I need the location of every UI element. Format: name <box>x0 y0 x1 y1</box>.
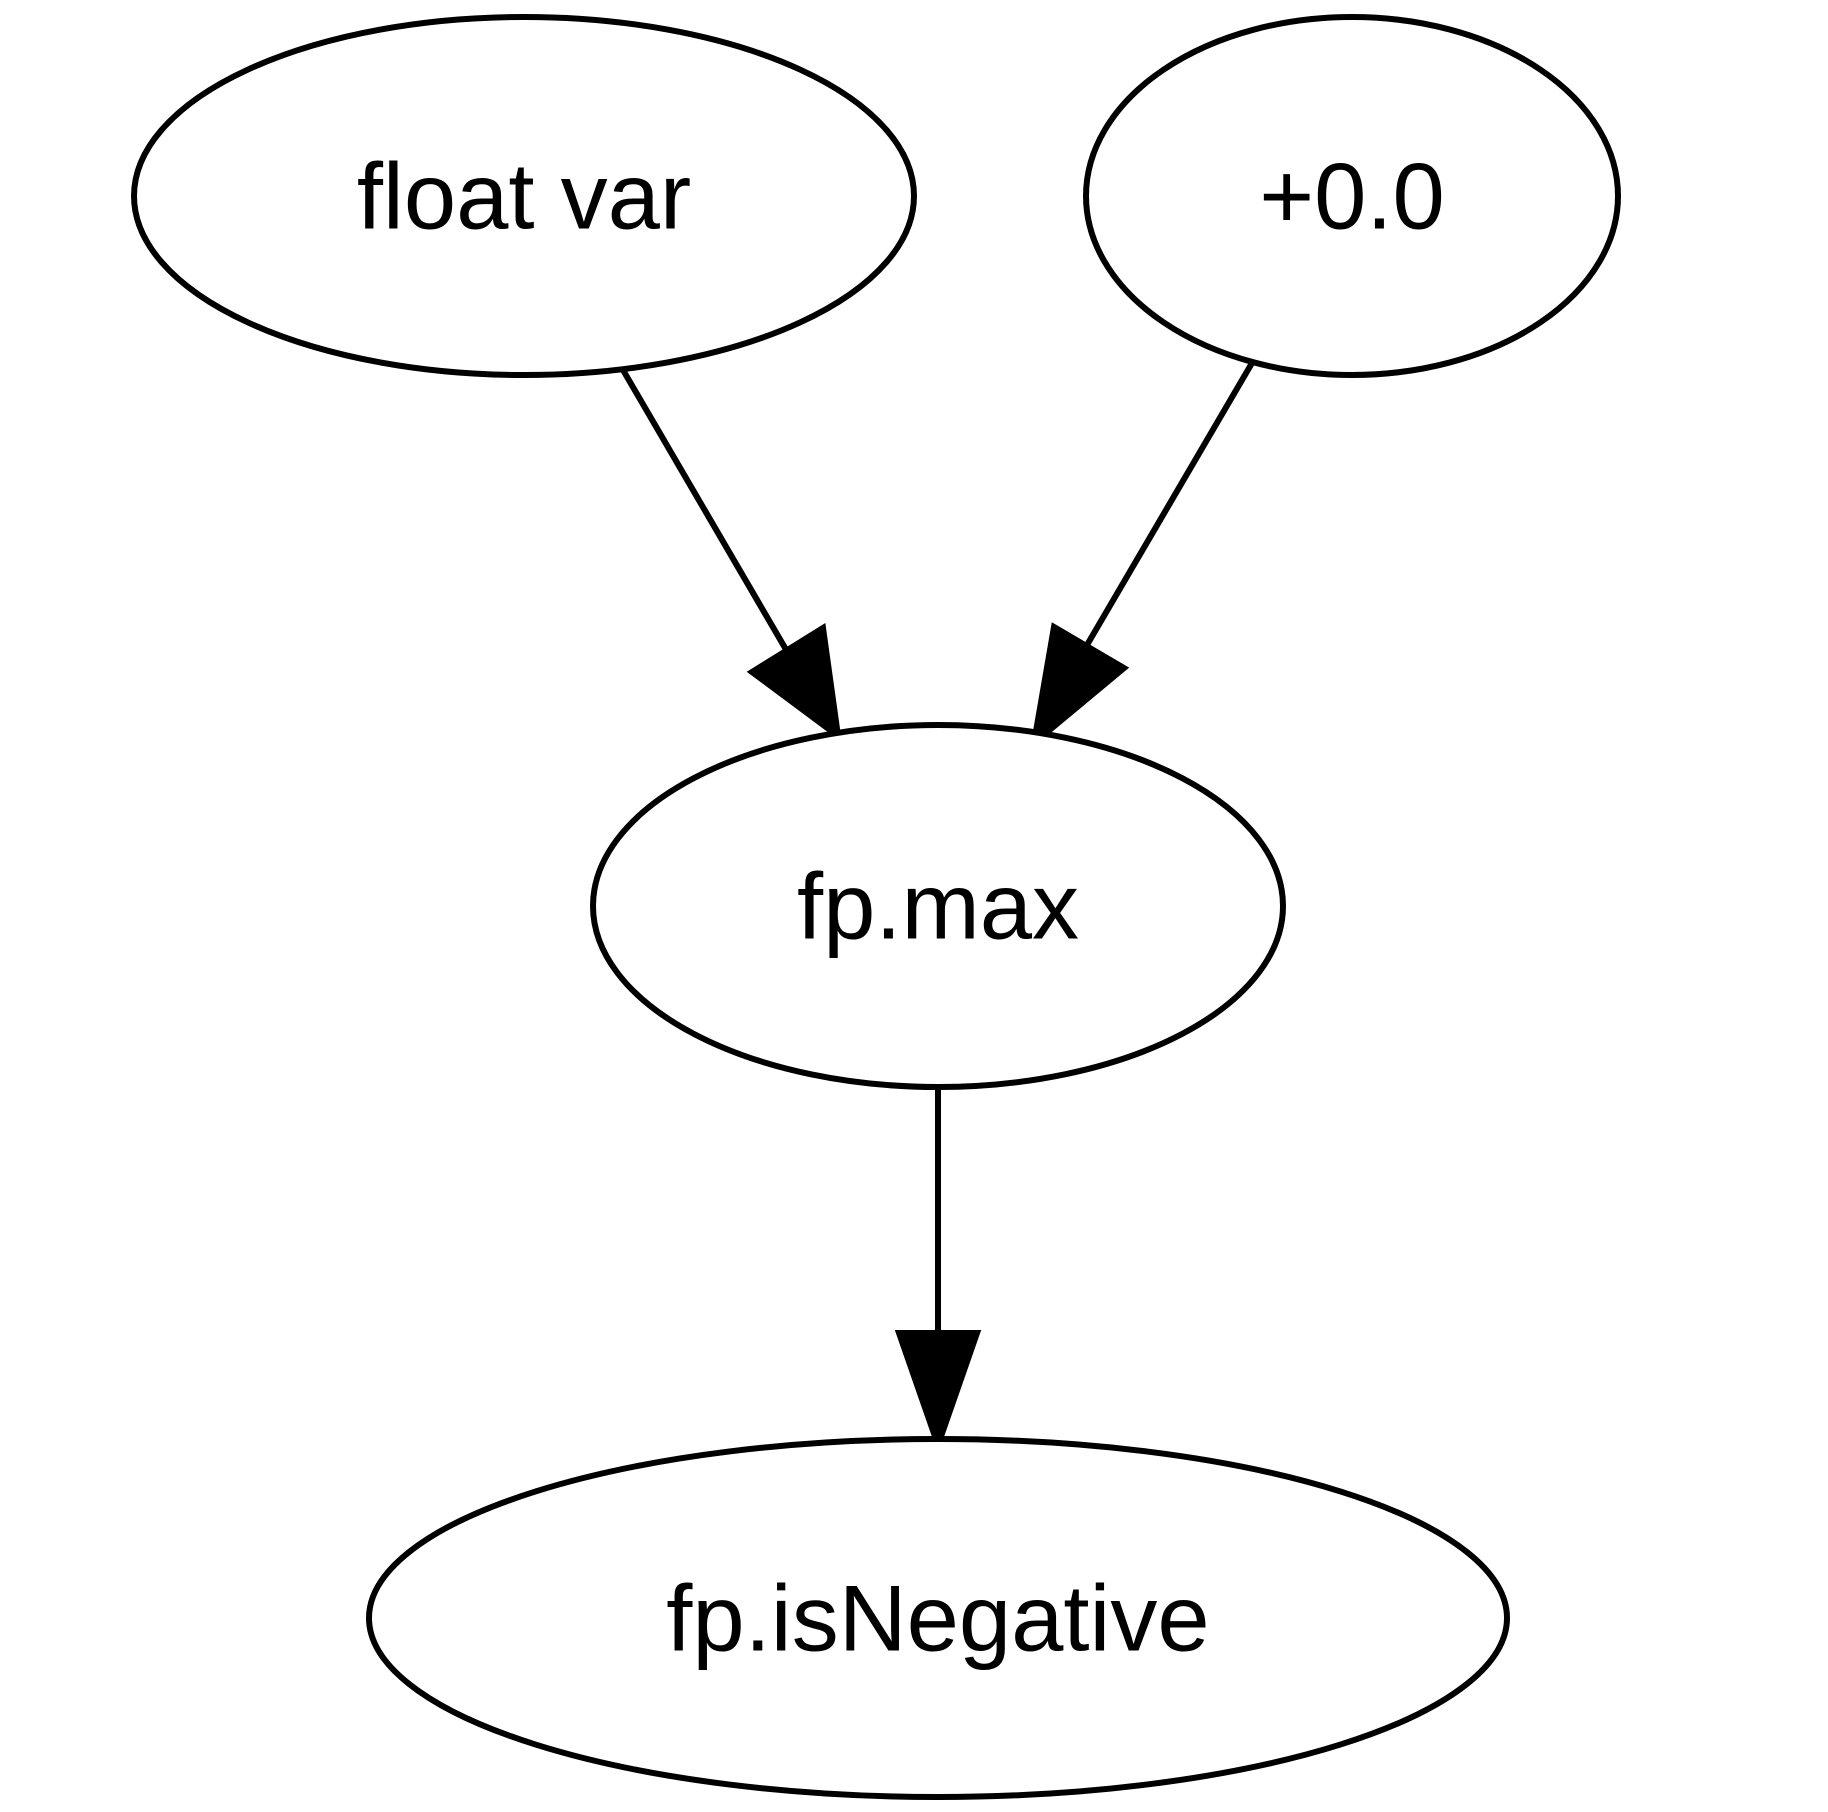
edge-plus-zero-to-fp-max <box>1029 361 1255 751</box>
edges <box>620 361 1255 1455</box>
node-plus-zero: +0.0 <box>1083 14 1621 378</box>
node-fp-is-negative: fp.isNegative <box>366 1436 1510 1800</box>
edge-float-var-to-fp-max <box>620 368 842 743</box>
node-label-float-var: float var <box>357 144 691 249</box>
node-float-var: float var <box>131 14 917 378</box>
node-label-fp-max: fp.max <box>797 854 1079 959</box>
node-label-plus-zero: +0.0 <box>1259 144 1445 249</box>
node-fp-max: fp.max <box>590 722 1286 1090</box>
edge-fp-max-to-fp-is-negative <box>894 1088 982 1455</box>
node-label-fp-is-negative: fp.isNegative <box>666 1566 1209 1671</box>
